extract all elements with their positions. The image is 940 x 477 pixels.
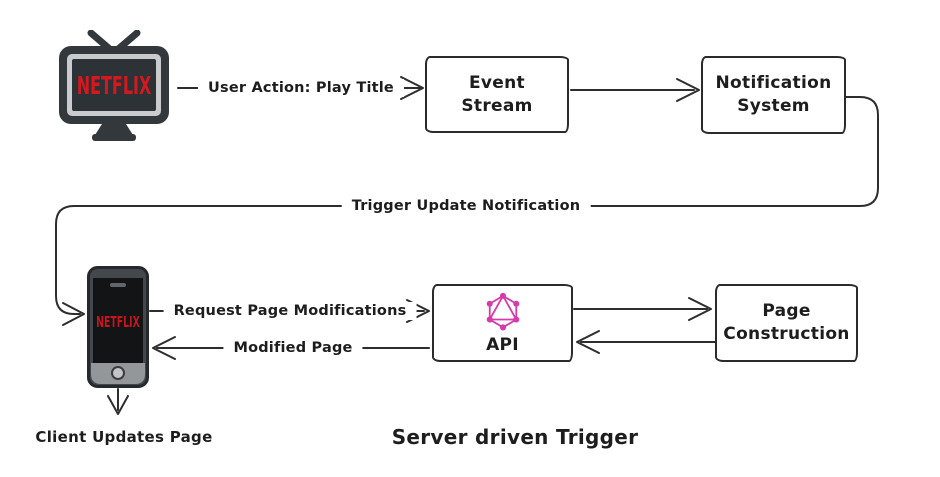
- edge-api-to-page-construction: [573, 297, 712, 321]
- phone-netflix-logo: NETFLIX: [96, 313, 140, 331]
- netflix-tv-icon: NETFLIX: [59, 30, 169, 141]
- user-action-edge-label: User Action: Play Title: [198, 79, 404, 97]
- modified-page-edge-label: Modified Page: [223, 339, 363, 357]
- arrowhead-left-icon: [576, 330, 600, 354]
- event-stream-box: Event Stream: [425, 56, 569, 133]
- page-construction-box: Page Construction: [715, 284, 858, 362]
- tv-stand: [95, 124, 133, 135]
- client-updates-page-label: Client Updates Page: [35, 428, 213, 446]
- edge-client-update: [107, 388, 129, 415]
- notification-system-label: Notification System: [715, 73, 832, 116]
- api-label: API: [486, 335, 519, 356]
- arrowhead-right-icon: [676, 78, 700, 102]
- arrowhead-right-icon: [400, 76, 424, 100]
- phone-home-button: [111, 366, 125, 380]
- tv-screen: [72, 59, 156, 111]
- phone-speaker: [110, 283, 126, 287]
- arrowhead-left-icon: [152, 336, 176, 360]
- page-construction-label: Page Construction: [723, 301, 850, 344]
- phone-screen: [93, 278, 143, 363]
- trigger-update-edge-label: Trigger Update Notification: [341, 197, 591, 215]
- arrowhead-right-icon: [688, 297, 712, 321]
- event-stream-label: Event Stream: [461, 72, 533, 116]
- netflix-phone-icon: NETFLIX: [87, 266, 149, 388]
- edge-event-to-notification: [570, 78, 700, 102]
- request-page-modifications-edge-label: Request Page Modifications: [163, 302, 417, 320]
- arrowhead-right-icon: [62, 302, 85, 326]
- notification-system-box: Notification System: [701, 56, 846, 134]
- tv-stand-base: [92, 134, 136, 141]
- api-box: API: [432, 284, 573, 362]
- graphql-logo-icon: [486, 293, 519, 331]
- tv-netflix-logo: NETFLIX: [77, 71, 152, 100]
- diagram-caption: Server driven Trigger: [391, 425, 639, 449]
- arrowhead-down-icon: [107, 395, 129, 415]
